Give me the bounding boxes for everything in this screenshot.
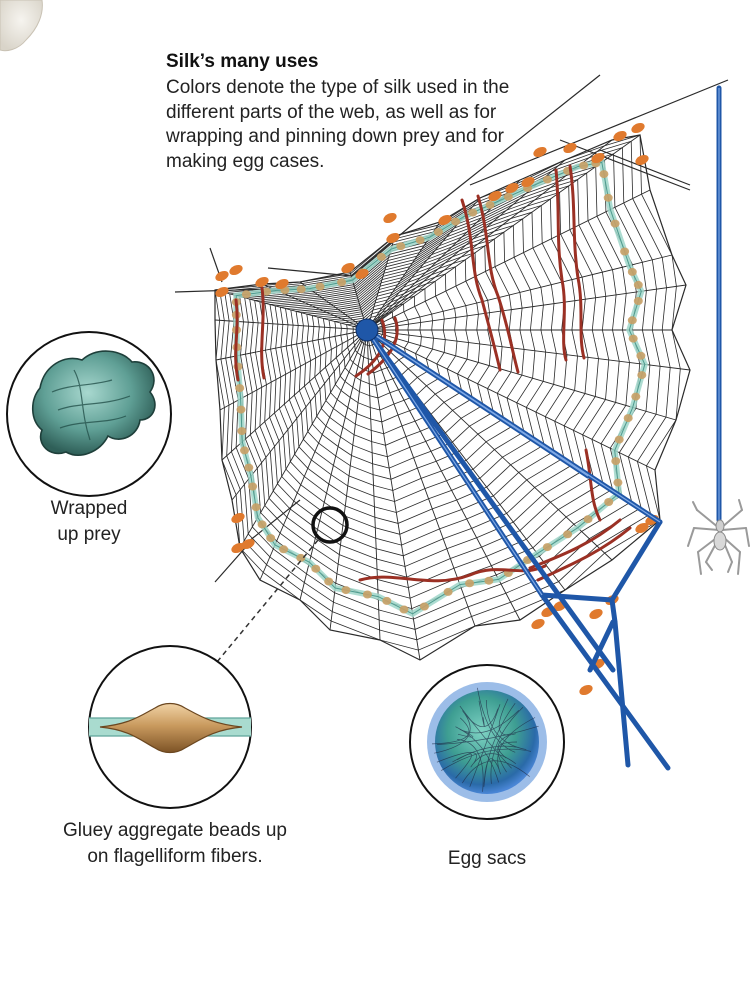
caption-aggregate: Gluey aggregate beads up on flagelliform…	[30, 818, 320, 870]
caption-wrapped-prey: Wrapped up prey	[22, 496, 156, 548]
caption-line: on flagelliform fibers.	[87, 846, 263, 867]
egg-sac-illustration	[409, 664, 565, 820]
wrapped-prey-illustration	[6, 331, 172, 497]
caption-egg-sacs: Egg sacs	[430, 846, 544, 872]
diagram-title: Silk’s many uses	[166, 51, 319, 72]
web-hub	[355, 318, 379, 342]
leader-line	[211, 539, 319, 669]
orb-web	[214, 134, 691, 661]
title-block: Silk’s many uses Colors denote the type …	[166, 50, 556, 174]
caption-line: up prey	[57, 524, 121, 545]
caption-line: Gluey aggregate beads up	[63, 820, 287, 841]
spider-icon	[687, 499, 750, 575]
caption-line: Wrapped	[50, 498, 128, 519]
aggregate-bead-illustration	[88, 645, 252, 809]
frame-silk-highlight	[366, 88, 720, 596]
caption-line: Egg sacs	[447, 848, 527, 869]
magnifier-ring-icon	[311, 506, 349, 544]
diagram-description: Colors denote the type of silk used in t…	[166, 77, 510, 172]
corner-object	[0, 0, 43, 52]
